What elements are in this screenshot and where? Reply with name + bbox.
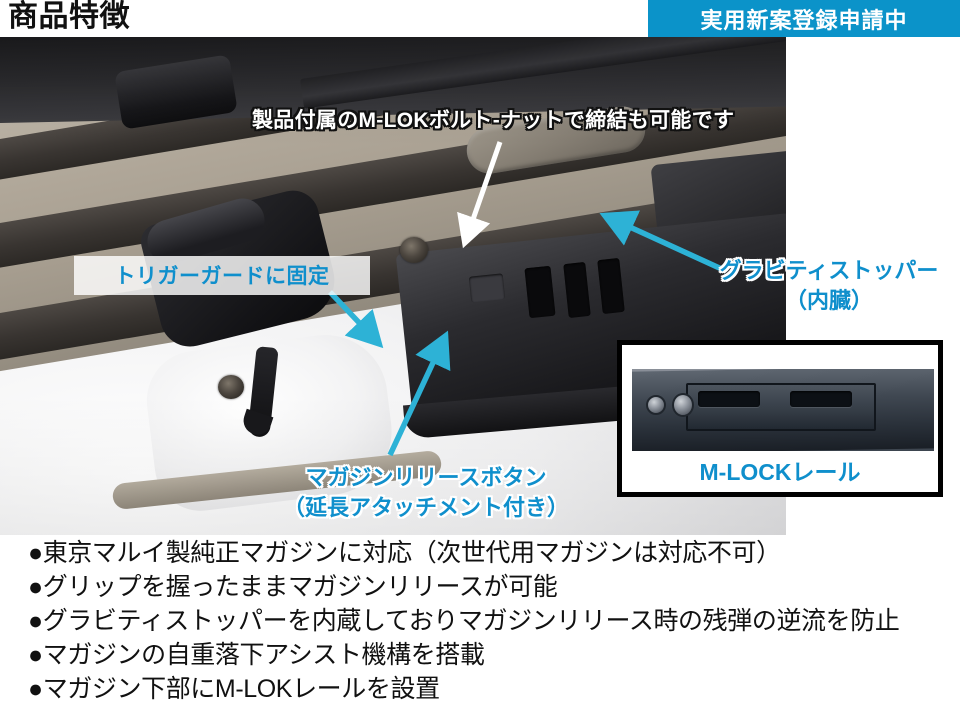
mlok-slot bbox=[698, 391, 760, 407]
rail-screw bbox=[646, 395, 666, 415]
list-item: ●マガジンの自重落下アシスト機構を搭載 bbox=[28, 641, 485, 669]
inset-photo bbox=[632, 369, 934, 451]
mlock-rail-inset: M-LOCKレール bbox=[617, 340, 943, 497]
patent-pending-banner: 実用新案登録申請中 bbox=[648, 0, 960, 37]
list-item: ●マガジン下部にM-LOKレールを設置 bbox=[28, 675, 440, 703]
inset-label: M-LOCKレール bbox=[699, 459, 861, 485]
chassis-screw-hole bbox=[400, 237, 428, 263]
callout-bolt-nut: 製品付属のM-LOKボルト-ナットで締結も可能です bbox=[252, 109, 735, 132]
list-item: ●グリップを握ったままマガジンリリースが可能 bbox=[28, 573, 558, 601]
feature-list: ●東京マルイ製純正マガジンに対応（次世代用マガジンは対応不可） ●グリップを握っ… bbox=[28, 538, 938, 708]
mlok-slot bbox=[790, 391, 852, 407]
callout-gravity-stopper: グラビティストッパー （内臓） bbox=[719, 258, 939, 313]
page-title: 商品特徴 bbox=[8, 0, 130, 33]
rail-screw bbox=[672, 393, 694, 417]
callout-mag-release: マガジンリリースボタン （延長アタッチメント付き） bbox=[282, 465, 569, 520]
chassis-screw-hole bbox=[218, 375, 244, 399]
list-item: ●東京マルイ製純正マガジンに対応（次世代用マガジンは対応不可） bbox=[28, 539, 781, 567]
list-item: ●グラビティストッパーを内蔵しておりマガジンリリース時の残弾の逆流を防止 bbox=[28, 607, 900, 635]
callout-trigger-guard: トリガーガードに固定 bbox=[74, 256, 370, 295]
